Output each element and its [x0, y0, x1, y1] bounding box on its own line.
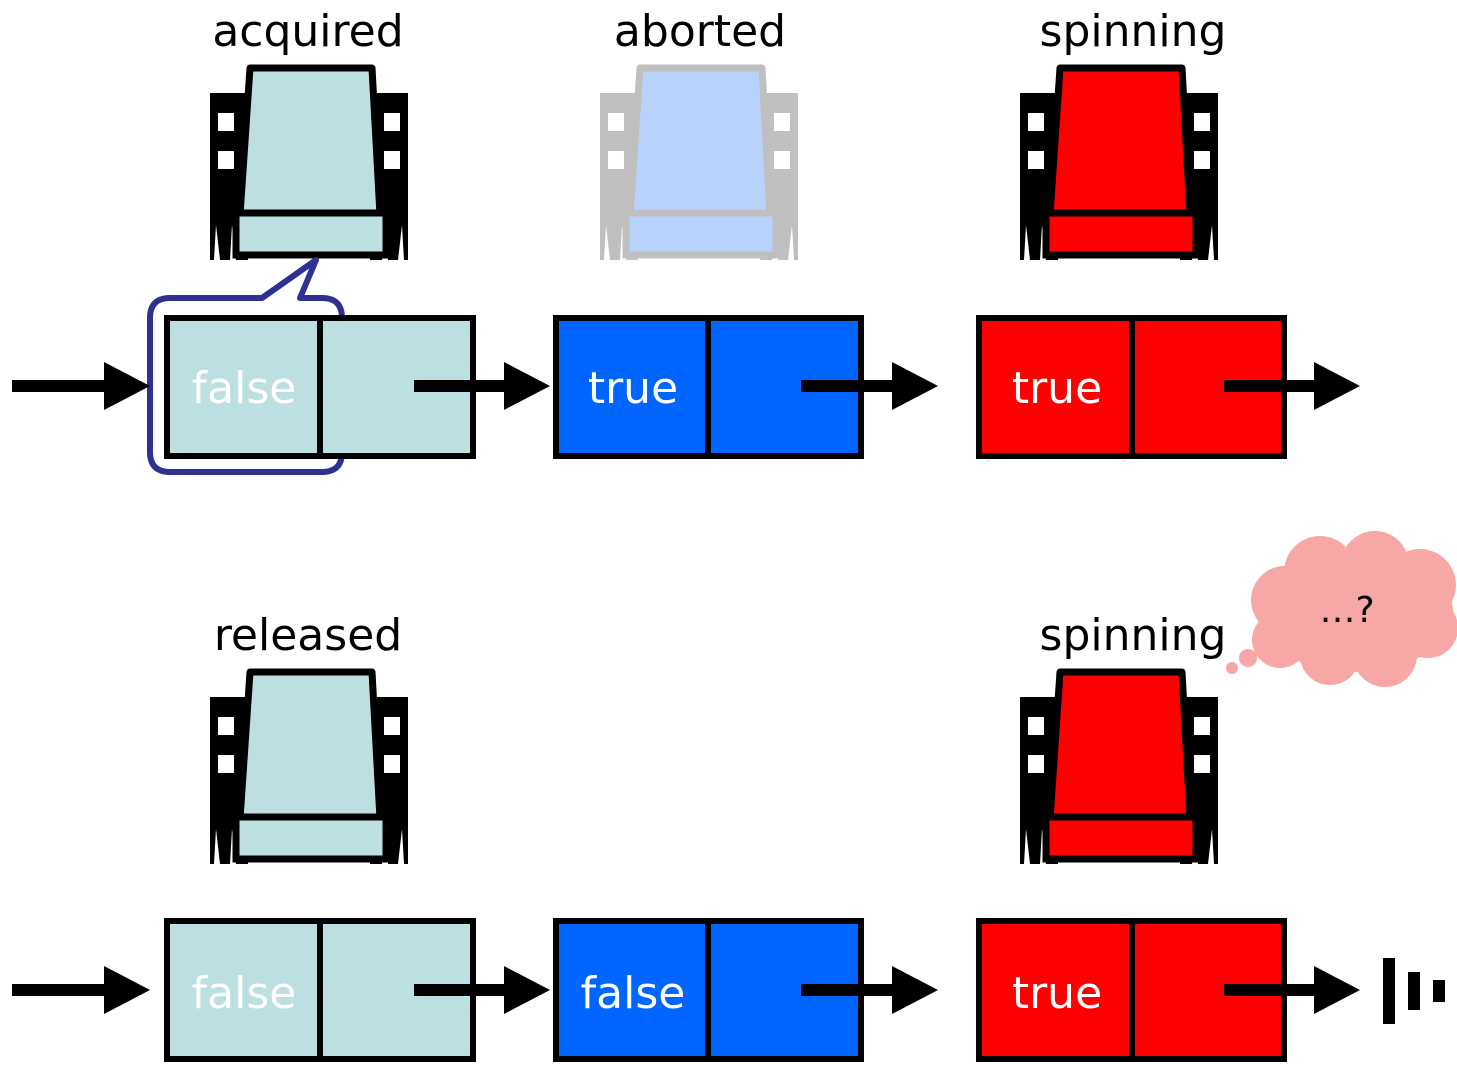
- chair-seat: [1042, 209, 1200, 259]
- node-value: false: [192, 363, 297, 414]
- chair-label-spinning: spinning: [1040, 6, 1227, 57]
- chair-seat: [232, 209, 390, 259]
- callout-icon: [147, 257, 345, 475]
- chair-back: [236, 668, 384, 823]
- arrow-icon: [414, 362, 550, 410]
- node-value: false: [192, 968, 297, 1019]
- thought-bubble-icon: …?: [1226, 531, 1457, 687]
- arrow-icon: [12, 966, 150, 1014]
- chair-seat: [232, 813, 390, 863]
- node-value: true: [588, 363, 678, 414]
- thought-text: …?: [1319, 590, 1374, 631]
- chair-label-spinning-bottom: spinning: [1040, 610, 1227, 661]
- chair-label-aborted: aborted: [614, 6, 786, 57]
- node-value: false: [581, 968, 686, 1019]
- queue-node: true: [976, 315, 1287, 459]
- arrow-icon: [414, 966, 550, 1014]
- arrow-icon: [1224, 966, 1360, 1014]
- chair-back: [1046, 668, 1194, 823]
- arrow-icon: [12, 362, 150, 410]
- chair-icon: [210, 64, 408, 260]
- chair-label-acquired: acquired: [212, 6, 403, 57]
- chair-icon: [600, 64, 798, 260]
- chair-back: [1046, 64, 1194, 219]
- node-value: true: [1012, 363, 1102, 414]
- arrow-icon: [801, 966, 938, 1014]
- chair-icon: [1020, 64, 1218, 260]
- arrow-icon: [1224, 362, 1360, 410]
- arrow-icon: [801, 362, 938, 410]
- chair-back: [236, 64, 384, 219]
- node-value: true: [1012, 968, 1102, 1019]
- chair-label-released: released: [214, 610, 402, 661]
- chair-seat: [1042, 813, 1200, 863]
- chair-back: [626, 64, 774, 219]
- ground-icon: [1383, 958, 1445, 1024]
- chair-icon: [210, 668, 408, 864]
- chair-icon: [1020, 668, 1218, 864]
- chair-seat: [622, 209, 780, 259]
